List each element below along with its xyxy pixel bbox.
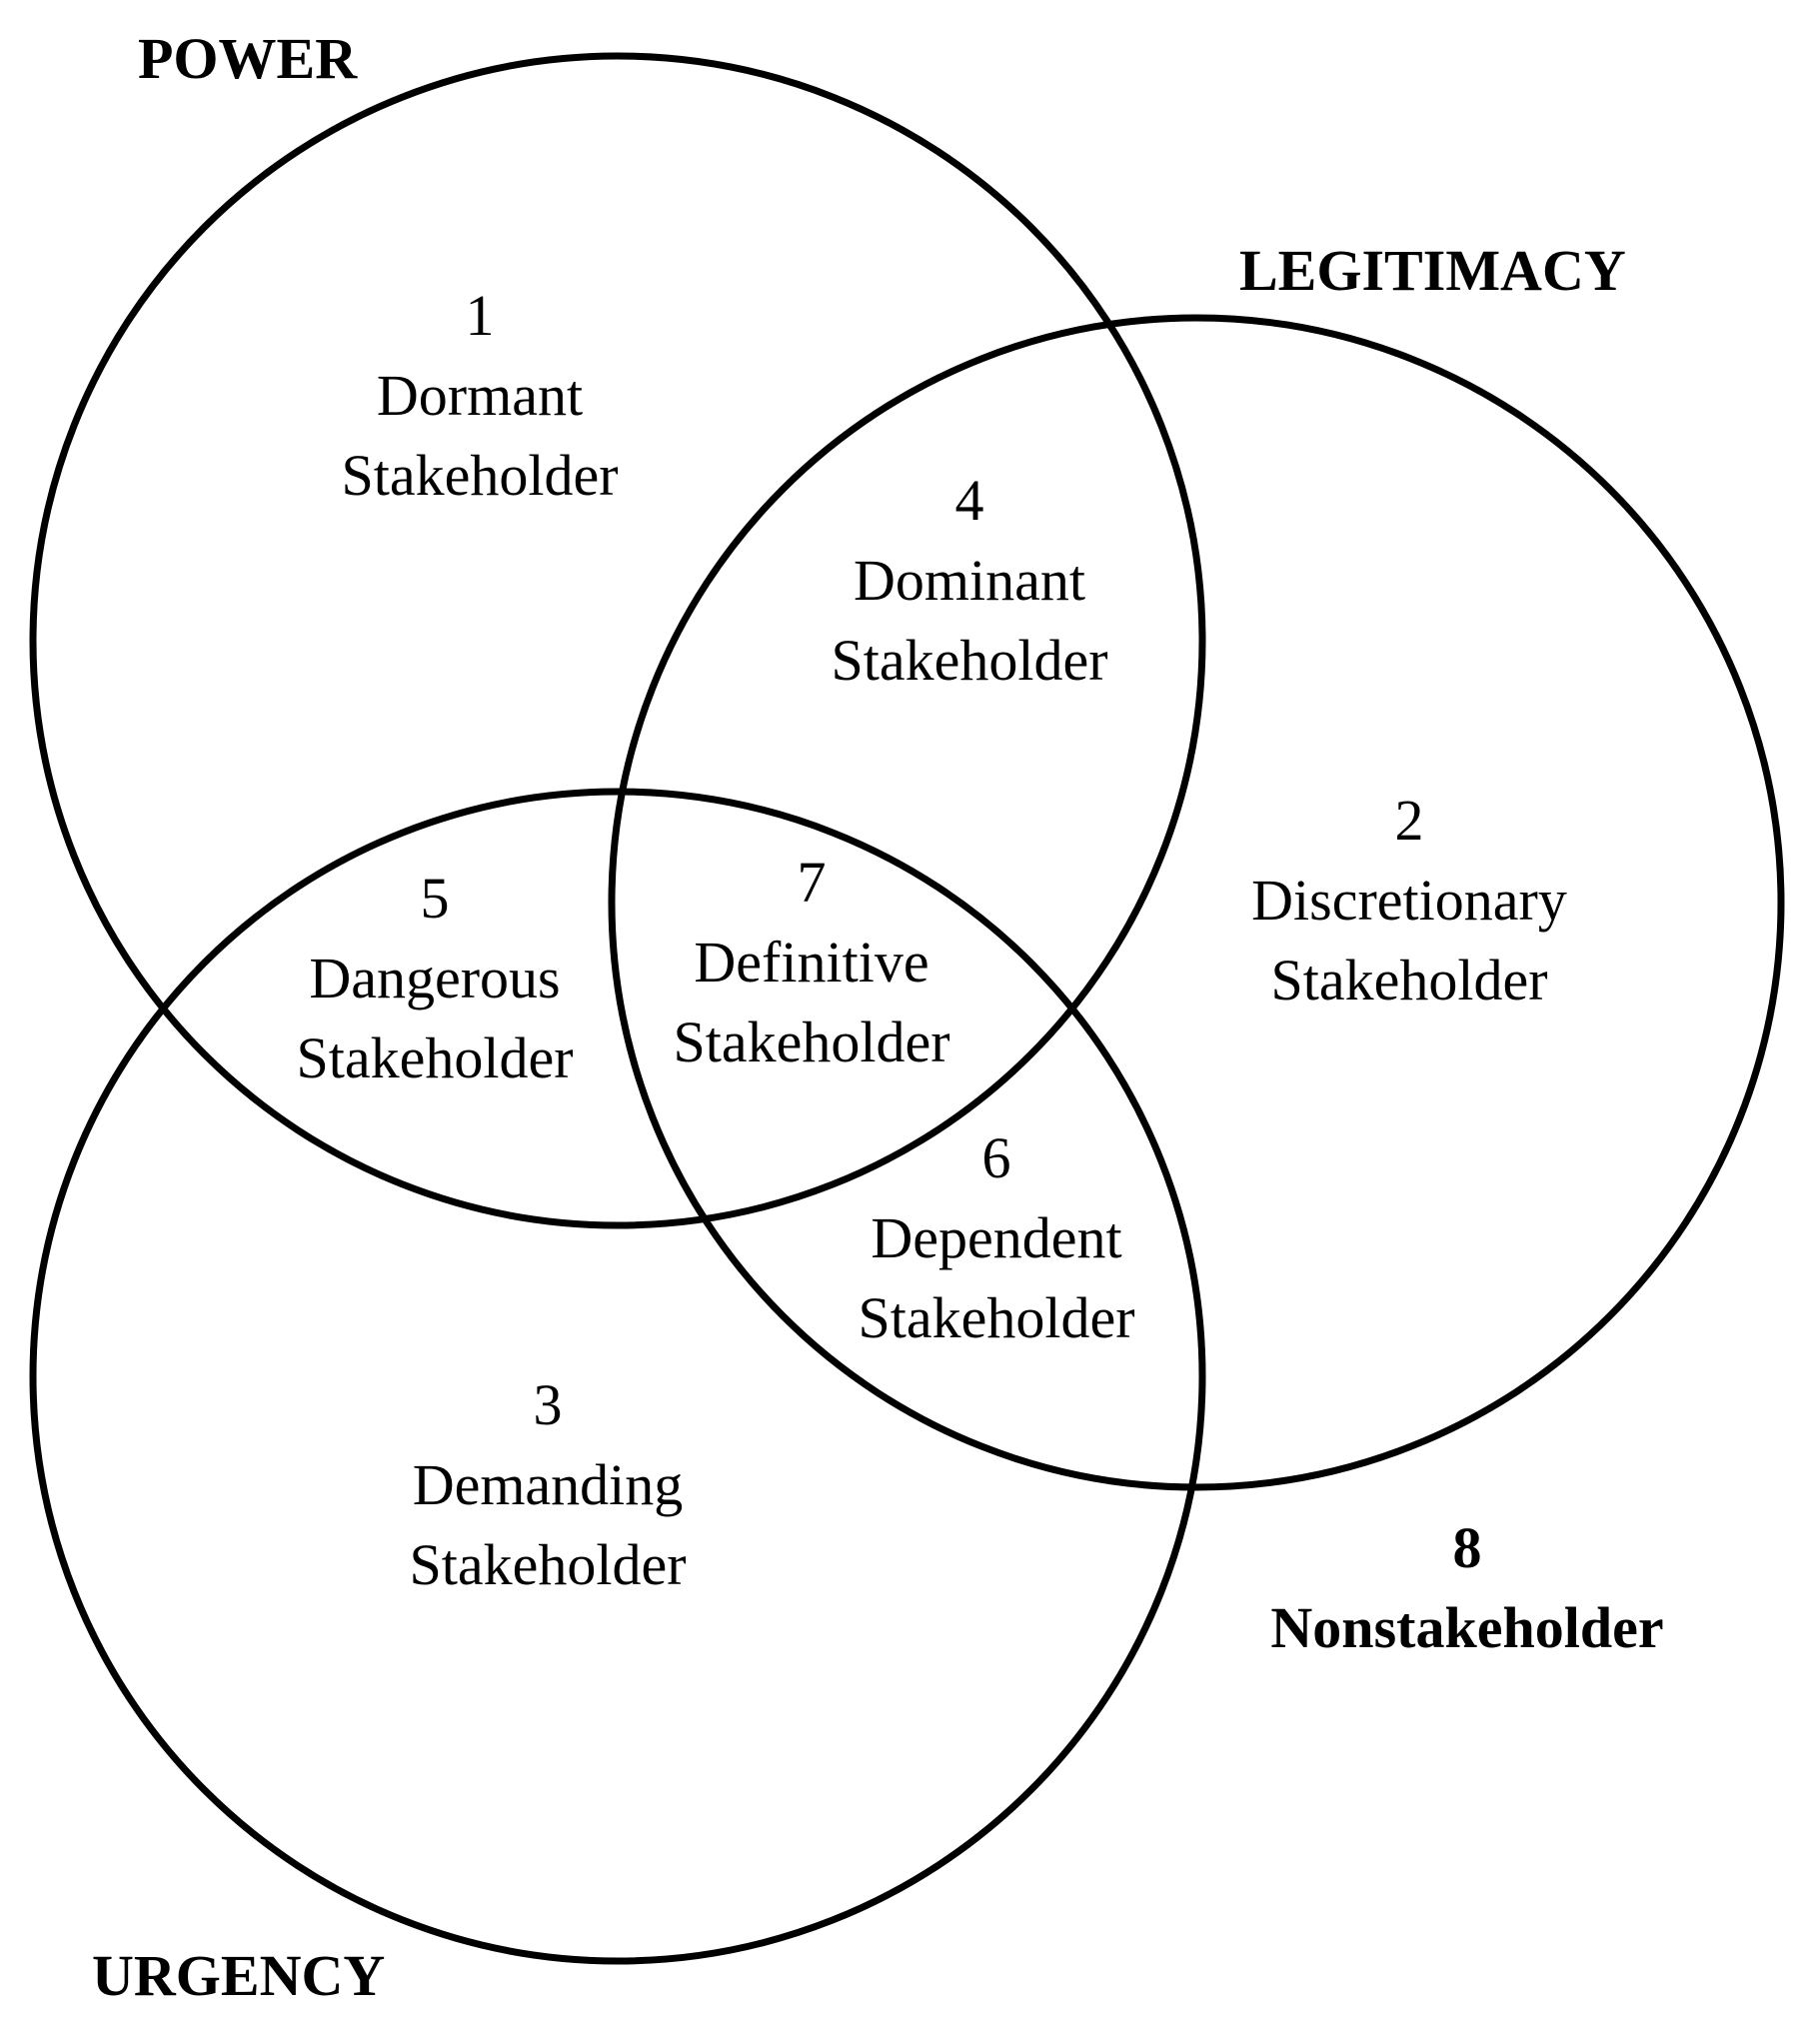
region-5-label-line2: Stakeholder bbox=[296, 1025, 573, 1090]
region-4-number: 4 bbox=[955, 468, 984, 533]
region-6-label-line2: Stakeholder bbox=[858, 1285, 1134, 1350]
region-7-number: 7 bbox=[798, 850, 827, 915]
region-2-number: 2 bbox=[1395, 788, 1424, 853]
region-4-label-line2: Stakeholder bbox=[831, 628, 1107, 693]
region-8-number: 8 bbox=[1453, 1515, 1482, 1580]
urgency-circle bbox=[29, 788, 1206, 1965]
region-2-label-line1: Discretionary bbox=[1251, 868, 1567, 933]
region-8-label: Nonstakeholder bbox=[1270, 1595, 1663, 1660]
region-6-number: 6 bbox=[982, 1125, 1011, 1190]
region-7-label-line2: Stakeholder bbox=[673, 1010, 949, 1074]
legitimacy-label: LEGITIMACY bbox=[1239, 238, 1626, 303]
region-5-label-line1: Dangerous bbox=[309, 946, 560, 1011]
power-label: POWER bbox=[138, 26, 358, 91]
region-3-label-line2: Stakeholder bbox=[409, 1532, 686, 1597]
power-circle bbox=[29, 52, 1206, 1229]
legitimacy-circle bbox=[608, 314, 1785, 1491]
region-1-label-line1: Dormant bbox=[377, 363, 583, 428]
region-7-label-line1: Definitive bbox=[694, 930, 928, 995]
region-6-label-line1: Dependent bbox=[871, 1205, 1121, 1270]
region-5-number: 5 bbox=[421, 866, 450, 931]
region-2-label-line2: Stakeholder bbox=[1270, 948, 1547, 1013]
region-4-label-line1: Dominant bbox=[854, 548, 1085, 613]
region-1-number: 1 bbox=[466, 283, 495, 348]
region-3-number: 3 bbox=[534, 1372, 563, 1437]
urgency-label: URGENCY bbox=[92, 1943, 385, 2008]
region-1-label-line2: Stakeholder bbox=[341, 443, 618, 508]
region-3-label-line1: Demanding bbox=[413, 1452, 684, 1517]
